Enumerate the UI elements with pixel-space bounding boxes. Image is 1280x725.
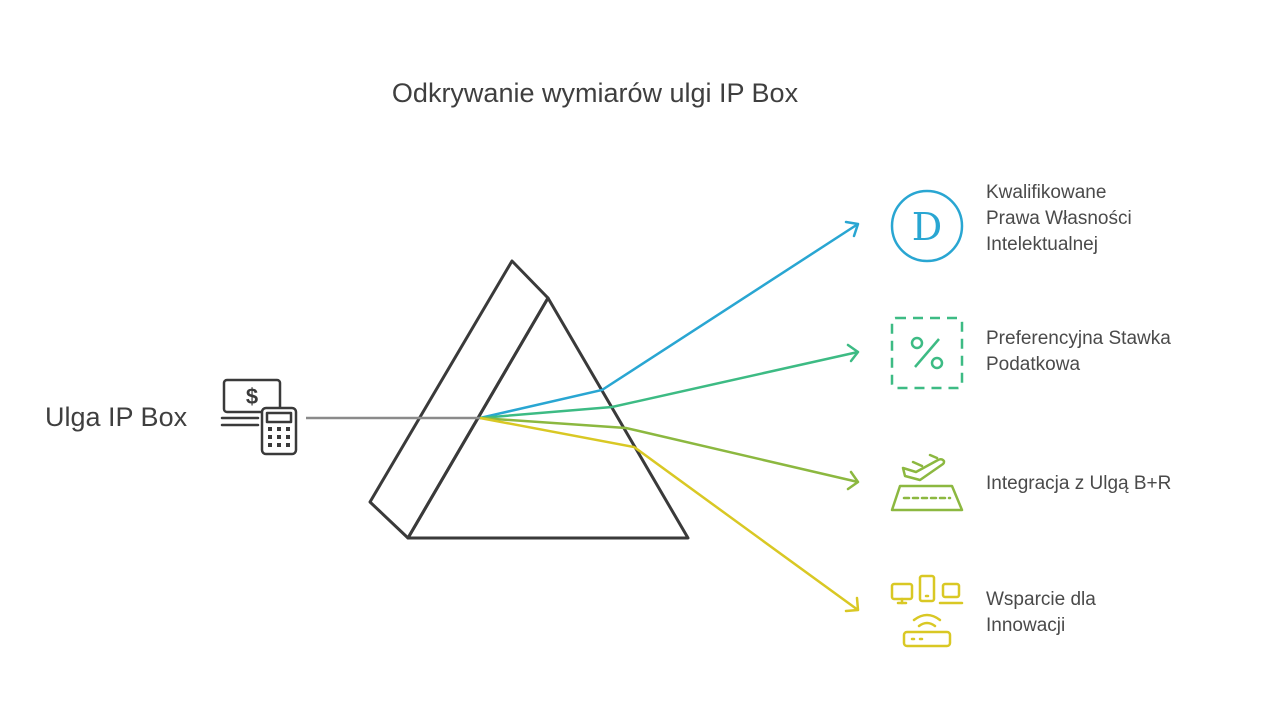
beam-2-arrowhead <box>846 343 860 363</box>
beam-1-arrowhead <box>844 220 860 238</box>
connected-devices-icon <box>890 574 964 648</box>
beam-3 <box>479 416 859 484</box>
output-label-3: Integracja z Ulgą B+R <box>986 471 1246 497</box>
beam-2 <box>479 350 859 420</box>
output-label-1-line: Kwalifikowane <box>986 182 1107 203</box>
output-label-1-line: Prawa Własności <box>986 208 1132 229</box>
output-label-1: Kwalifikowane Prawa Własności Intelektua… <box>986 180 1246 258</box>
svg-text:$: $ <box>246 384 258 409</box>
output-label-4-line: Innowacji <box>986 615 1066 636</box>
percent-icon <box>890 316 964 390</box>
source-label: Ulga IP Box <box>45 402 188 432</box>
d-circle-icon: D <box>890 189 964 263</box>
output-label-2-line: Podatkowa <box>986 354 1081 375</box>
beam-4 <box>479 416 859 612</box>
beam-4-arrowhead <box>844 596 860 613</box>
beam-3-arrowhead <box>846 470 860 491</box>
money-calculator-icon: $ <box>220 378 298 456</box>
output-label-1-line: Intelektualnej <box>986 234 1098 255</box>
airplane-runway-icon <box>890 453 964 512</box>
output-label-2-line: Preferencyjna Stawka <box>986 328 1171 349</box>
output-label-4-line: Wsparcie dla <box>986 589 1096 610</box>
output-label-4: Wsparcie dla Innowacji <box>986 587 1246 639</box>
output-label-3-line: Integracja z Ulgą B+R <box>986 473 1172 494</box>
svg-text:D: D <box>912 205 942 249</box>
diagram-title: Odkrywanie wymiarów ulgi IP Box <box>391 78 799 108</box>
output-label-2: Preferencyjna Stawka Podatkowa <box>986 326 1246 378</box>
prism-back-face <box>368 259 550 540</box>
beam-1 <box>479 222 859 420</box>
